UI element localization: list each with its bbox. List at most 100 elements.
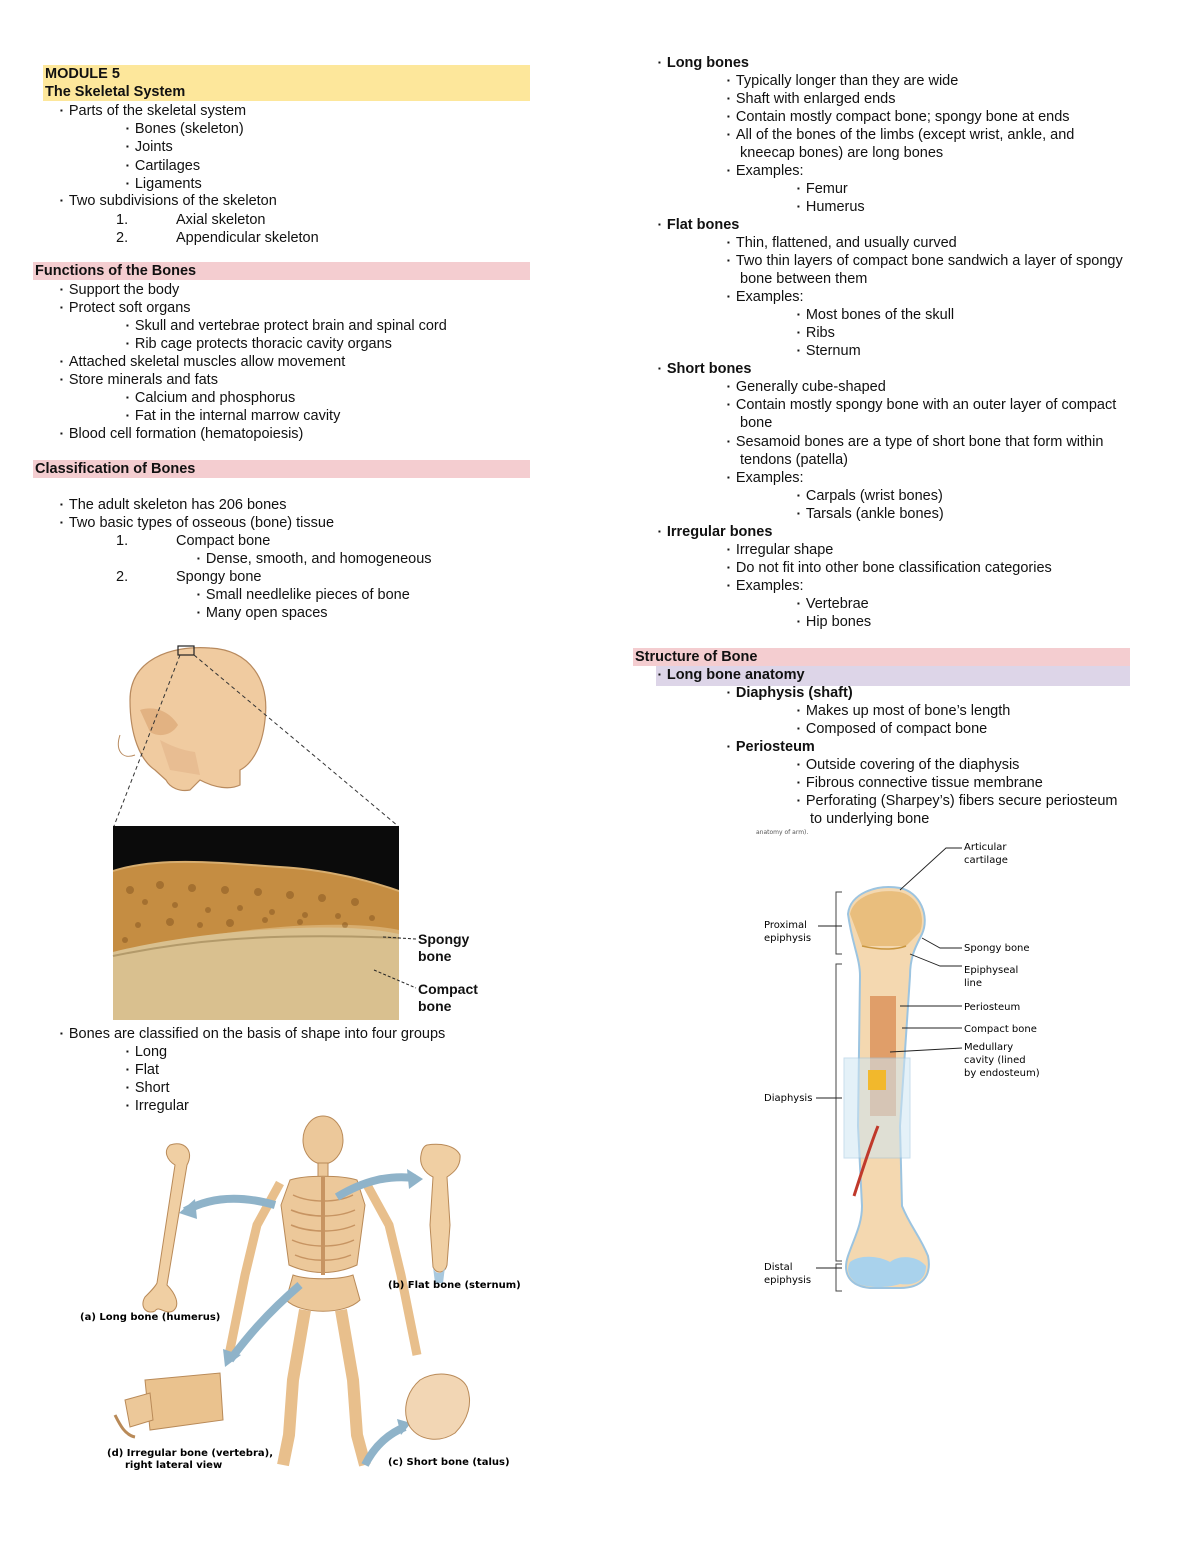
periosteum-item-cont: to underlying bone [810, 811, 930, 827]
compact-label-2: bone [418, 998, 452, 1014]
function-subitem: Fat in the internal marrow cavity [126, 407, 341, 427]
classification-item: Two basic types of osseous (bone) tissue [60, 514, 334, 534]
short-bones-item: Generally cube-shaped [727, 378, 886, 398]
label-medullary-1: Medullary [964, 1042, 1013, 1053]
structure-heading: Structure of Bone [633, 648, 1130, 666]
example-item: Vertebrae [797, 595, 869, 615]
skull-bone-figure: Spongy bone Compact bone [112, 645, 478, 1020]
function-item: Store minerals and fats [60, 371, 218, 391]
short-bones-examples: Examples: [727, 469, 804, 489]
sternum-illustration [420, 1143, 461, 1273]
function-item: Blood cell formation (hematopoiesis) [60, 425, 304, 445]
label-diaphysis: Diaphysis [764, 1093, 812, 1104]
caption-flat-bone: (b) Flat bone (sternum) [388, 1280, 521, 1291]
periosteum-item: Outside covering of the diaphysis [797, 756, 1020, 776]
irregular-bones-examples: Examples: [727, 577, 804, 597]
long-bones-item: All of the bones of the limbs (except wr… [727, 126, 1075, 146]
shape-item: Short [126, 1079, 170, 1099]
talus-illustration [405, 1373, 470, 1440]
functions-heading: Functions of the Bones [33, 262, 530, 280]
page-title: The Skeletal System [45, 84, 186, 100]
diagram-top-note: anatomy of arm). [756, 829, 808, 836]
long-bones-item: Contain mostly compact bone; spongy bone… [727, 108, 1070, 128]
parts-heading: Parts of the skeletal system [60, 102, 246, 122]
flat-bones-item: Two thin layers of compact bone sandwich… [727, 252, 1123, 272]
function-item: Attached skeletal muscles allow movement [60, 353, 345, 373]
long-bones-item: Shaft with enlarged ends [727, 90, 896, 110]
caption-irregular-bone-1: (d) Irregular bone (vertebra), [107, 1448, 273, 1459]
shape-heading: Bones are classified on the basis of sha… [60, 1025, 445, 1045]
example-item: Femur [797, 180, 848, 200]
label-epiphyseal-1: Epiphyseal [964, 965, 1018, 976]
function-item: Support the body [60, 281, 179, 301]
shape-item: Irregular [126, 1097, 189, 1117]
example-item: Carpals (wrist bones) [797, 487, 943, 507]
caption-long-bone: (a) Long bone (humerus) [80, 1312, 220, 1323]
function-subitem: Calcium and phosphorus [126, 389, 295, 409]
label-distal-1: Distal [764, 1262, 793, 1273]
subdivision-item: 1.Axial skeleton [116, 212, 266, 228]
flat-bones-heading: Flat bones [658, 216, 740, 236]
label-distal-2: epiphysis [764, 1275, 811, 1286]
function-subitem: Skull and vertebrae protect brain and sp… [126, 317, 447, 337]
label-epiphyseal-2: line [964, 978, 982, 989]
caption-short-bone: (c) Short bone (talus) [388, 1457, 510, 1468]
shape-item: Flat [126, 1061, 159, 1081]
subdivision-item: 2.Appendicular skeleton [116, 230, 319, 246]
diaphysis-item: Makes up most of bone’s length [797, 702, 1010, 722]
tissue-detail: Many open spaces [197, 604, 328, 624]
long-bone-diagram: anatomy of arm). [756, 829, 1040, 1292]
label-medullary-3: by endosteum) [964, 1068, 1040, 1079]
skeleton-illustration [224, 1115, 422, 1467]
long-bone-anatomy-heading: Long bone anatomy [656, 666, 1130, 686]
example-item: Most bones of the skull [797, 306, 954, 326]
example-item: Humerus [797, 198, 865, 218]
classification-heading: Classification of Bones [33, 460, 530, 478]
flat-bones-item-cont: bone between them [740, 271, 868, 287]
label-compact-bone: Compact bone [964, 1024, 1037, 1035]
tissue-type: 1.Compact bone [116, 533, 271, 549]
classification-item: The adult skeleton has 206 bones [60, 496, 287, 516]
short-bones-heading: Short bones [658, 360, 752, 380]
flat-bones-examples: Examples: [727, 288, 804, 308]
spongy-label-1: Spongy [418, 931, 470, 947]
humerus-illustration [142, 1143, 191, 1313]
periosteum-item: Fibrous connective tissue membrane [797, 774, 1043, 794]
long-bones-heading: Long bones [658, 54, 749, 74]
periosteum-item: Perforating (Sharpey’s) fibers secure pe… [797, 792, 1118, 812]
short-bones-item-cont: bone [740, 415, 773, 431]
irregular-bones-heading: Irregular bones [658, 523, 773, 543]
part-item: Cartilages [126, 157, 200, 177]
flat-bones-item: Thin, flattened, and usually curved [727, 234, 957, 254]
part-item: Ligaments [126, 175, 202, 195]
example-item: Sternum [797, 342, 861, 362]
label-proximal-1: Proximal [764, 920, 807, 931]
label-articular-1: Articular [964, 842, 1007, 853]
diaphysis-item: Composed of compact bone [797, 720, 987, 740]
short-bones-item: Contain mostly spongy bone with an outer… [727, 396, 1116, 416]
skull-illustration [117, 645, 267, 792]
module-header: MODULE 5 The Skeletal System [43, 65, 530, 101]
periosteum-heading: Periosteum [727, 738, 815, 758]
short-bones-item: Sesamoid bones are a type of short bone … [727, 433, 1104, 453]
example-item: Hip bones [797, 613, 871, 633]
caption-irregular-bone-2: right lateral view [125, 1460, 222, 1471]
label-medullary-2: cavity (lined [964, 1055, 1026, 1066]
vertebra-illustration [144, 1372, 224, 1431]
tissue-type: 2.Spongy bone [116, 569, 262, 585]
compact-label-1: Compact [418, 981, 478, 997]
subdivisions-heading: Two subdivisions of the skeleton [60, 192, 277, 212]
shape-item: Long [126, 1043, 167, 1063]
bone-shapes-figure: (a) Long bone (humerus) (b) Flat bone (s… [80, 1115, 521, 1471]
label-spongy-bone: Spongy bone [964, 943, 1030, 954]
irregular-bones-item: Irregular shape [727, 541, 834, 561]
label-articular-2: cartilage [964, 855, 1008, 866]
tissue-detail: Dense, smooth, and homogeneous [197, 550, 432, 570]
spongy-label-2: bone [418, 948, 452, 964]
femur-illustration [843, 886, 930, 1289]
part-item: Joints [126, 138, 173, 158]
short-bones-item-cont: tendons (patella) [740, 452, 849, 468]
long-bones-item-cont: kneecap bones) are long bones [740, 145, 944, 161]
spongy-compact-photo [112, 826, 400, 1020]
long-bones-examples: Examples: [727, 162, 804, 182]
